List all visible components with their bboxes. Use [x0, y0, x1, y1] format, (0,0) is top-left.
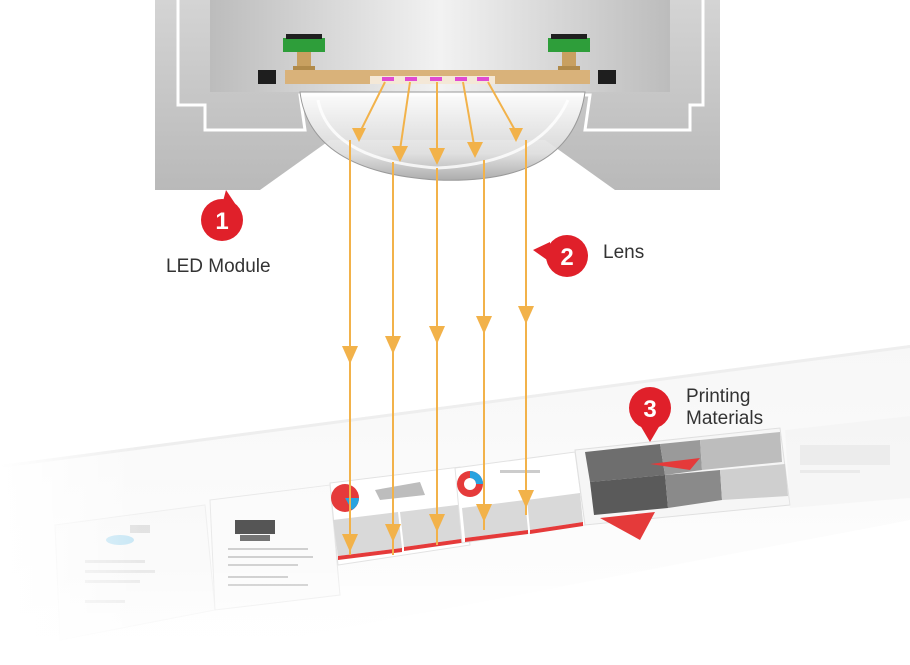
beam-in	[462, 81, 475, 146]
connector-right	[548, 34, 590, 70]
gasket-right	[598, 70, 616, 84]
arrow-down-icon	[467, 142, 483, 158]
arrow-down-icon	[352, 128, 366, 142]
led-chip	[405, 77, 417, 81]
beam-in	[487, 81, 517, 133]
led-chip	[382, 77, 394, 81]
callout-pin-icon	[640, 425, 660, 442]
callout-3-badge: 3	[629, 387, 671, 442]
beam-in	[359, 81, 386, 133]
callout-3-label-line-1: Printing	[686, 386, 751, 407]
callout-2-label: Lens	[603, 242, 645, 263]
callout-3-number: 3	[643, 396, 656, 423]
gasket-left	[258, 70, 276, 84]
callout-3-label-line-2: Materials	[686, 408, 764, 429]
arrow-down-icon	[509, 128, 523, 142]
arrow-down-icon	[518, 490, 534, 508]
led-chip	[455, 77, 467, 81]
callout-1-label: LED Module	[166, 256, 271, 277]
sheet-edge-line	[0, 345, 910, 468]
arrow-down-icon	[385, 336, 401, 354]
connector-left	[283, 34, 325, 70]
led-chip	[430, 77, 442, 81]
arrow-down-icon	[518, 306, 534, 324]
arrow-down-icon	[385, 524, 401, 542]
callout-2-badge: 2	[533, 235, 588, 277]
beam-in	[399, 81, 411, 151]
callout-1-badge: 1	[201, 190, 243, 241]
callout-pin-icon	[533, 242, 550, 262]
arrow-down-icon	[476, 504, 492, 522]
arrow-down-icon	[429, 326, 445, 344]
beam-arrowheads	[342, 128, 534, 552]
callout-1-number: 1	[215, 208, 228, 235]
arrow-down-icon	[342, 346, 358, 364]
pamphlet-far-right	[785, 416, 910, 508]
arrow-down-icon	[429, 148, 445, 165]
pamphlet-right: ​	[574, 427, 791, 540]
arrow-down-icon	[342, 534, 358, 552]
callout-3-label: Printing Materials	[686, 386, 763, 430]
printing-materials-sheet: ​	[0, 345, 910, 665]
callout-2-number: 2	[560, 244, 573, 271]
arrow-down-icon	[476, 316, 492, 334]
led-chip-row	[382, 77, 489, 81]
arrow-down-icon	[429, 514, 445, 532]
arrow-down-icon	[392, 146, 408, 162]
pamphlet-center-2	[454, 451, 586, 544]
sheet-fade-bottom	[0, 560, 910, 665]
led-chip	[477, 77, 489, 81]
